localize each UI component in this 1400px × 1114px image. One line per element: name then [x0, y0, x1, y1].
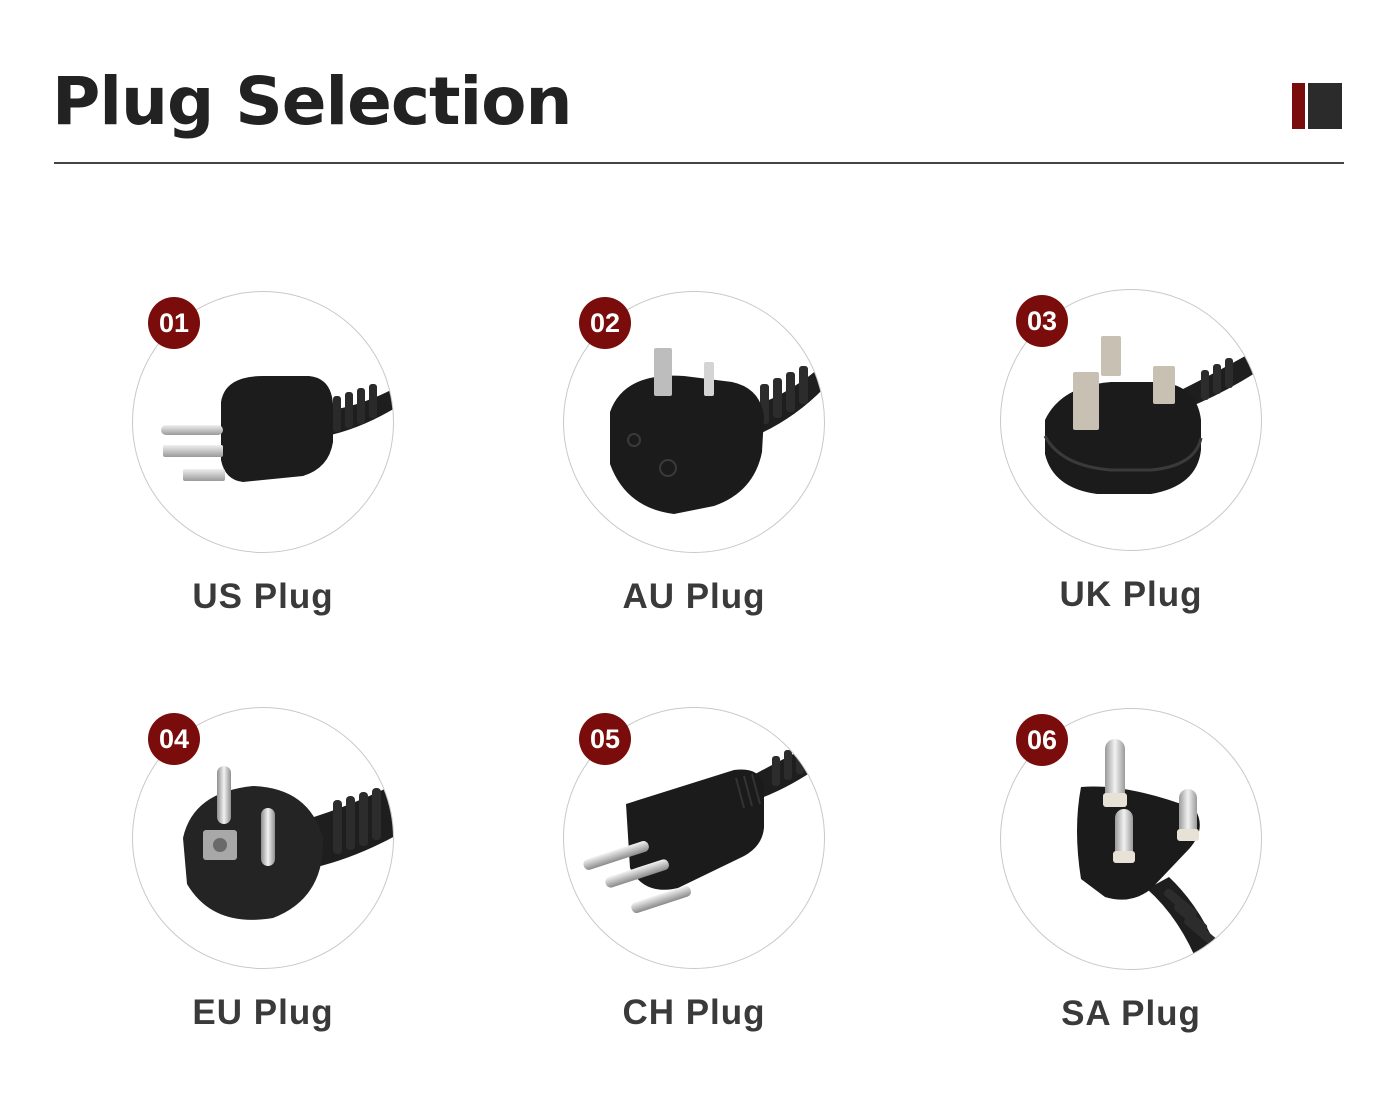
plug-card-sa: 06 SA Plug	[1000, 708, 1270, 1078]
plug-number-badge: 01	[148, 297, 200, 349]
plug-number-badge: 04	[148, 713, 200, 765]
au-plug-icon	[610, 348, 824, 514]
brand-mark-red-bar	[1292, 83, 1305, 129]
plug-number-badge: 06	[1016, 714, 1068, 766]
uk-plug-icon	[1043, 336, 1261, 494]
brand-mark-dark-bar	[1308, 83, 1342, 129]
page-title: Plug Selection	[52, 63, 573, 140]
plug-label: EU Plug	[192, 993, 334, 1032]
eu-plug-icon	[183, 766, 393, 920]
plug-card-au: 02 AU Plug	[563, 291, 833, 661]
brand-mark-icon	[1292, 83, 1342, 129]
plug-label: SA Plug	[1061, 994, 1201, 1033]
plug-label: AU Plug	[622, 577, 766, 616]
plug-card-eu: 04 EU Plug	[132, 707, 402, 1077]
plug-label: US Plug	[192, 577, 334, 616]
plug-card-uk: 03 UK Plug	[1000, 289, 1270, 659]
plug-number-badge: 03	[1016, 295, 1068, 347]
plug-label: UK Plug	[1059, 575, 1203, 614]
sa-plug-icon	[1077, 739, 1225, 969]
plug-card-ch: 05 CH Plug	[563, 707, 833, 1077]
plug-label: CH Plug	[622, 993, 766, 1032]
us-plug-icon	[161, 376, 393, 482]
plug-number-badge: 05	[579, 713, 631, 765]
plug-number-badge: 02	[579, 297, 631, 349]
plug-card-us: 01 US Plug	[132, 291, 402, 661]
title-divider	[54, 162, 1344, 164]
ch-plug-icon	[583, 738, 824, 913]
plug-image-circle	[132, 291, 394, 553]
